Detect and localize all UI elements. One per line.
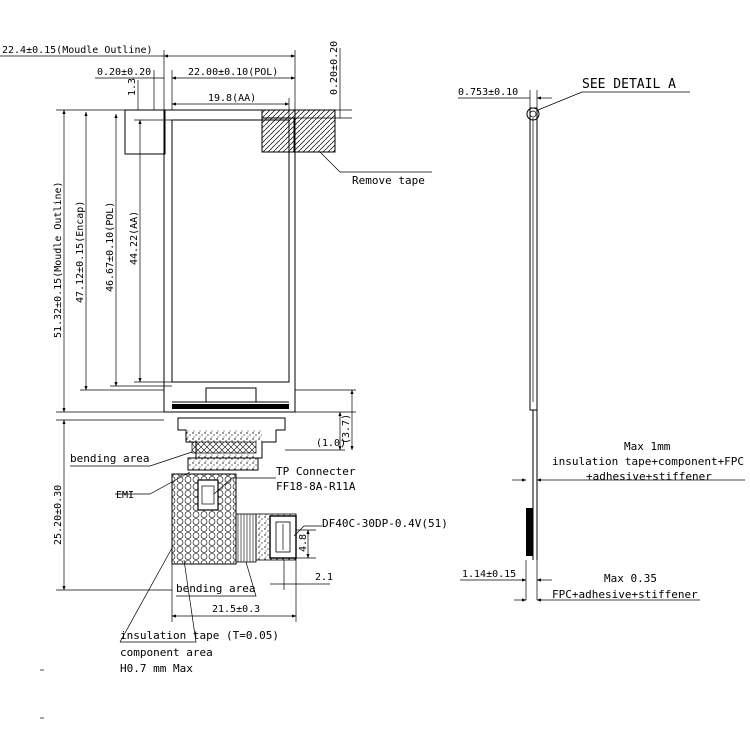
small-dim-label: 1.3 [127,78,138,96]
component-height-label: H0.7 mm Max [120,662,193,675]
tp-connector-title: TP Connecter [276,465,356,478]
fpc-width-label: 21.5±0.3 [212,604,260,615]
pol-height-label: 46.67±0.10(POL) [105,202,116,292]
panel-front-view [124,109,336,413]
stack-1-line2-label: +adhesive+stiffener [586,470,712,483]
fpc-height-label: 25.20±0.30 [53,485,64,545]
tp-connector-part: FF18-8A-R11A [276,480,356,493]
front-labels: 22.4±0.15(Moudle Outline) 0.20±0.20 22.0… [2,41,448,675]
encap-height-label: 47.12±0.15(Encap) [75,201,86,303]
panel-side-view [458,90,745,602]
module-outline-width-label: 22.4±0.15(Moudle Outline) [2,45,153,56]
main-connector-label: DF40C-30DP-0.4V(51) [322,517,448,530]
fpc-assembly [171,417,297,565]
insulation-tape-label: insulation tape (T=0.05) [120,629,279,642]
remove-tape-label: Remove tape [352,174,425,187]
stack-1-line1-label: insulation tape+component+FPC [552,455,744,468]
front-dimensions [0,48,432,643]
dim-3-7-label: (3.7) [341,414,352,444]
see-detail-label: SEE DETAIL A [582,77,676,92]
offset-left-label: 0.20±0.20 [97,67,151,78]
thickness-label: 0.753±0.10 [458,87,518,98]
margin-marks [40,669,44,719]
pol-width-label: 22.00±0.10(POL) [188,67,278,78]
dim-4-8-label: 4.8 [298,534,309,552]
bending-area-top-label: bending area [70,452,149,465]
emi-label: EMI [116,490,134,501]
fpc-thickness-label: 1.14±0.15 [462,569,516,580]
dim-2-1-label: 2.1 [315,572,333,583]
aa-height-label: 44.22(AA) [129,211,140,265]
component-area-label: component area [120,646,213,659]
offset-right-label: 0.20±0.20 [329,41,340,95]
aa-width-label: 19.8(AA) [208,93,256,104]
dim-1-0-label: (1.0) [316,438,346,449]
side-labels: 0.753±0.10 SEE DETAIL A Max 1mm insulati… [458,77,744,601]
bending-area-bottom-label: bending area [176,582,255,595]
stack-2-label: FPC+adhesive+stiffener [552,588,698,601]
max-1mm-label: Max 1mm [624,440,671,453]
module-outline-height-label: 51.32±0.15(Moudle Outline) [53,181,64,338]
max-0-35-label: Max 0.35 [604,572,657,585]
